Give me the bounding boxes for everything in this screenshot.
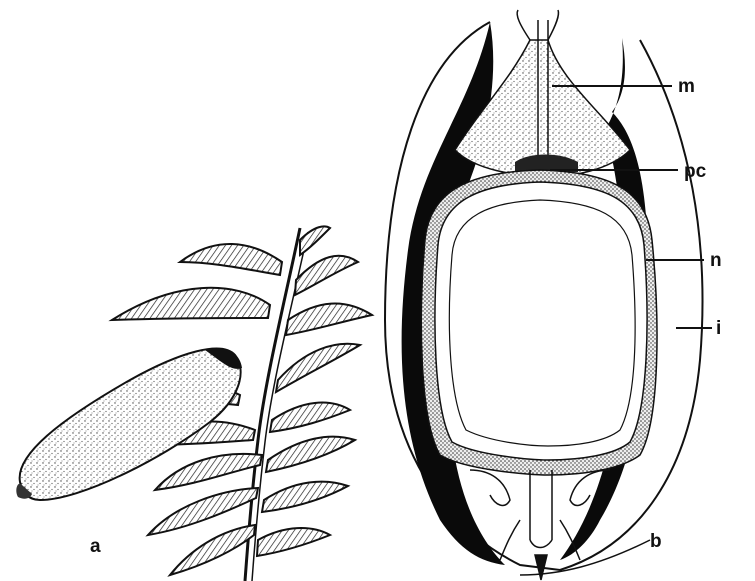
panel-a-frond-drawing	[16, 226, 372, 581]
panel-b-ovule-section	[385, 10, 703, 580]
callout-label-n: n	[710, 250, 722, 271]
frond-pinnae-right	[257, 226, 372, 556]
callout-label-m: m	[678, 76, 695, 97]
panel-label-a: a	[90, 536, 101, 557]
callout-label-i: i	[716, 318, 721, 339]
panel-label-b: b	[650, 531, 662, 552]
callout-label-pc: pc	[684, 161, 707, 182]
megagametophyte-cavity	[449, 200, 635, 446]
